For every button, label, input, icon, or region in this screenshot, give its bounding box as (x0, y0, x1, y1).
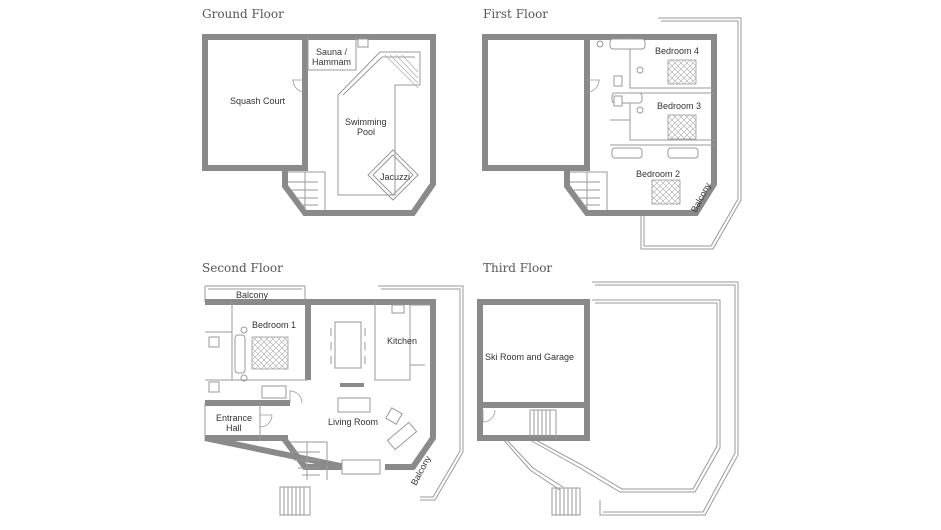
bed-3 (667, 114, 697, 140)
room-label-swimming: Swimming (345, 117, 387, 127)
room-label-sauna: Sauna / (316, 47, 348, 57)
basin-1 (596, 40, 604, 48)
basin-2 (636, 66, 644, 74)
second-right-balcony (378, 285, 464, 501)
first-floor-title: First Floor (483, 7, 548, 21)
basin-4 (240, 326, 248, 334)
jacuzzi-outline (367, 149, 419, 201)
pool-edge (342, 56, 415, 96)
bed-2 (651, 179, 681, 205)
third-floor-plan: Third Floor Ski Room and Garage (477, 261, 739, 516)
kitchen-sink (391, 304, 405, 314)
second-floor-outer-wall (204, 299, 436, 470)
third-stairs (529, 409, 557, 438)
swimming-pool (337, 51, 421, 196)
room-label-kitchen: Kitchen (387, 336, 417, 346)
sauna-wall (307, 37, 357, 71)
toilet-2 (613, 95, 623, 107)
basin-5 (240, 374, 248, 382)
first-door (586, 79, 600, 93)
second-floor-plan: Second Floor (202, 261, 464, 516)
room-label-side-balcony: Balcony (409, 454, 433, 487)
second-floor-title: Second Floor (202, 261, 283, 275)
room-label-bedroom-4: Bedroom 4 (655, 46, 699, 56)
third-floor-title: Third Floor (483, 261, 552, 275)
kitchen-counter (409, 304, 430, 380)
armchair (385, 407, 403, 425)
entrance-wall (204, 403, 261, 438)
pool-steps (384, 54, 419, 89)
squash-court-wall (202, 34, 308, 171)
room-label-squash-court: Squash Court (230, 96, 286, 106)
second-interior-wall (205, 302, 311, 406)
dining-chairs (330, 328, 366, 364)
first-stairs (570, 171, 608, 210)
sofa-bottom (341, 459, 381, 475)
room-label-entrance: Entrance (216, 413, 252, 423)
bathtub-1 (609, 38, 646, 50)
first-balcony-inner (643, 20, 739, 247)
room-label-ski-room: Ski Room and Garage (485, 352, 574, 362)
bed-4 (667, 59, 697, 85)
toilet-1 (613, 75, 623, 87)
first-bedroom-walls (610, 37, 714, 146)
second-thin-walls (205, 302, 410, 381)
first-balcony-outline (640, 17, 742, 250)
entrance-steps (279, 486, 311, 516)
sauna-fixture (357, 38, 369, 48)
dining-table (334, 321, 362, 369)
shower-tray (208, 336, 220, 348)
bathtub-4 (667, 147, 699, 159)
entrance-door (259, 414, 273, 428)
bed-1 (251, 336, 289, 370)
ground-floor-plan: Ground Floor Squash Court Sauna / Hammam… (202, 7, 436, 216)
squash-door (292, 79, 306, 93)
room-label-pool: Pool (357, 127, 375, 137)
ground-stairs (288, 171, 326, 210)
roof-outline-inner (529, 299, 721, 493)
bedroom-bench (261, 385, 287, 399)
bathtub-3 (611, 147, 643, 159)
toilet-3 (208, 381, 220, 393)
bathtub-5 (234, 334, 246, 374)
room-label-jacuzzi: Jacuzzi (380, 172, 410, 182)
room-label-bedroom-3: Bedroom 3 (657, 101, 701, 111)
room-label-bedroom-2: Bedroom 2 (636, 169, 680, 179)
third-door (482, 409, 496, 423)
basin-3 (636, 106, 644, 114)
roof-outline-left (501, 437, 564, 491)
room-label-top-balcony: Balcony (236, 290, 269, 300)
room-label-bedroom-1: Bedroom 1 (252, 320, 296, 330)
third-outside-steps (551, 487, 581, 516)
sofa-top (337, 397, 371, 413)
first-floor-plan: First Floor Bedroom 4 Bedroom 3 Bedroom … (482, 7, 742, 250)
third-floor-outer-wall (477, 299, 590, 441)
first-void-wall (482, 34, 590, 171)
fireplace (340, 383, 364, 387)
jacuzzi-inner (372, 154, 414, 196)
sofa-corner (386, 421, 418, 451)
room-label-hammam: Hammam (312, 57, 351, 67)
ground-floor-title: Ground Floor (202, 7, 284, 21)
roof-outline-outer (592, 281, 739, 516)
room-label-living-room: Living Room (328, 417, 378, 427)
room-label-hall: Hall (226, 423, 242, 433)
bedroom-1-door (289, 390, 303, 404)
